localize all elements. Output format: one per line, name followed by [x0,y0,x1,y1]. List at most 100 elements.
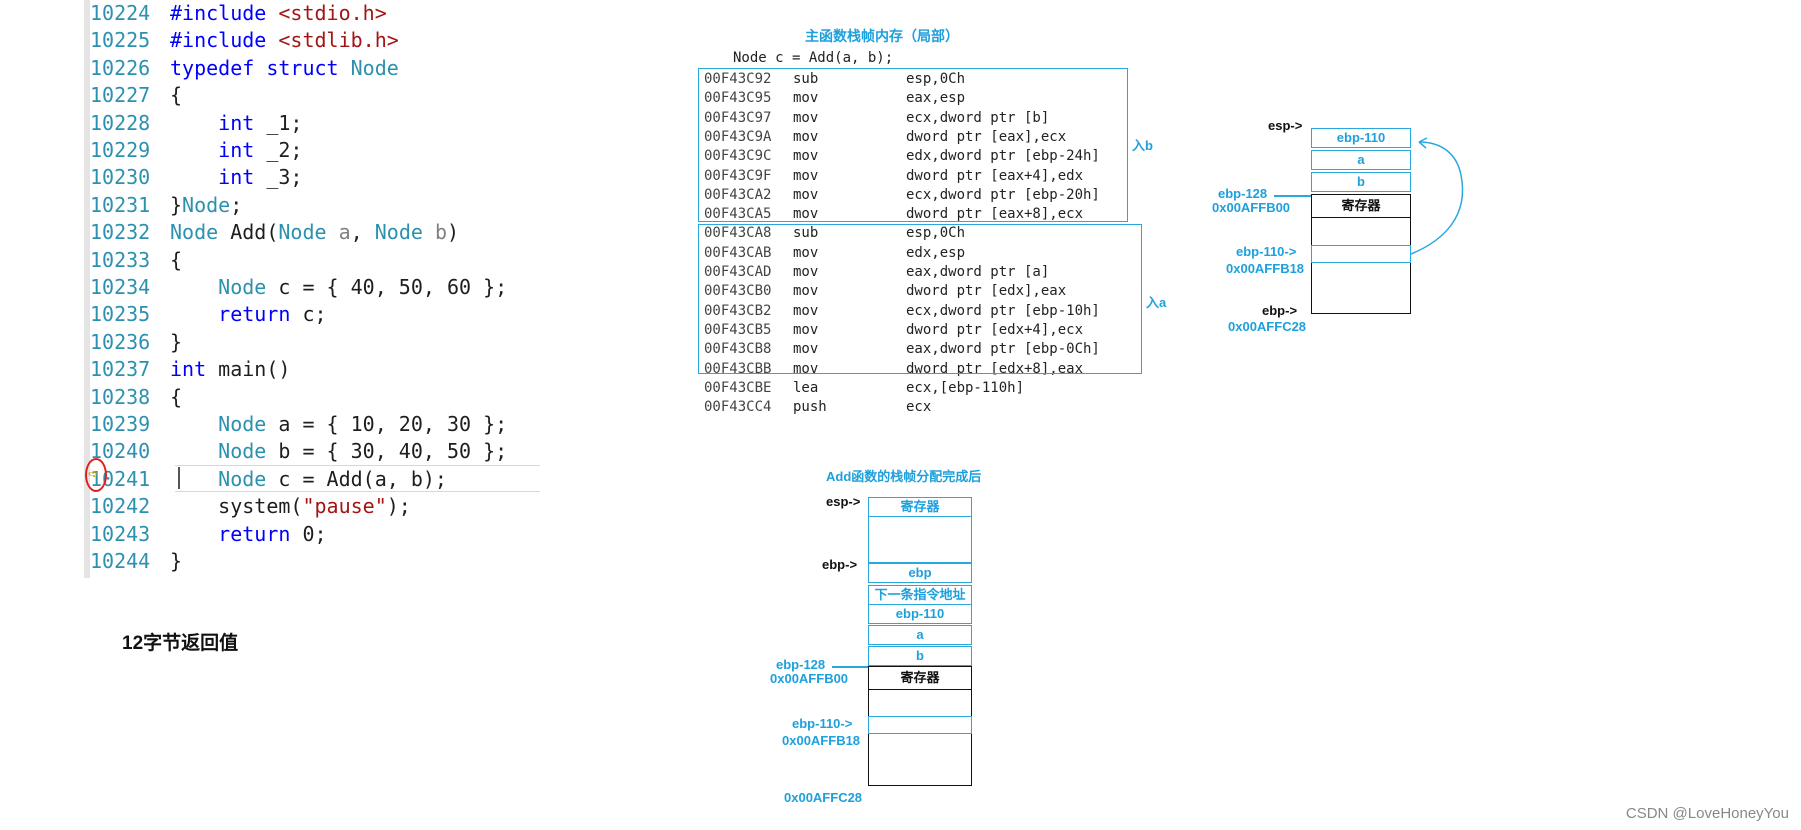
push-a-box [698,224,1142,374]
line-number: 10237 [90,357,151,382]
code-text: int _1; [218,110,303,135]
disasm-address: 00F43CB8 [704,341,772,358]
disasm-operands: eax,dword ptr [ebp-0Ch] [906,341,1100,358]
disasm-opcode: mov [793,341,819,358]
add-esp-label: esp-> [826,494,861,509]
code-line[interactable]: 10233 { [90,247,182,274]
add-cell-a: a [868,625,972,645]
disasm-operands: ecx,dword ptr [b] [906,109,1050,126]
code-line[interactable]: 10240 Node b = { 30, 40, 50 }; [90,438,507,465]
code-line[interactable]: 10227{ [90,82,182,109]
disasm-opcode: sub [793,225,819,242]
disasm-row: 00F43CB8 mov eax,dword ptr [ebp-0Ch] [704,340,1164,359]
main-ebp128-label: ebp-128 [1218,186,1268,201]
line-number: 10236 [90,329,151,354]
add-cell-b: b [868,646,972,666]
main-frame-body [1311,218,1411,314]
code-text: int _2; [218,138,303,162]
current-instruction-arrow-icon[interactable]: ➪ [88,466,99,481]
code-text: { [170,384,183,409]
add-ebp-label: ebp-> [822,557,858,572]
code-text: #include <stdio.h> [170,1,387,25]
code-line[interactable]: 10225 #include <stdlib.h> [90,27,399,54]
code-line[interactable]: 10229 int _2; [90,137,302,164]
add-cell-register: 寄存器 [868,666,972,690]
disasm-row: 00F43CA2 mov ecx,dword ptr [ebp-20h] [704,186,1164,205]
code-line[interactable]: 10243 return 0; [90,521,327,548]
code-text: return 0; [218,521,327,546]
add-addr2: 0x00AFFB18 [782,733,861,748]
code-line[interactable]: 10239 Node a = { 10, 20, 30 }; [90,411,507,438]
disasm-opcode: mov [793,186,819,203]
disasm-operands: ecx,dword ptr [ebp-20h] [906,186,1100,203]
code-line[interactable]: 10242 system("pause"); [90,493,411,520]
code-line[interactable]: 10236} [90,329,182,356]
code-text: { [170,83,183,108]
main-ebp-label: ebp-> [1262,303,1298,318]
disasm-address: 00F43CBB [704,360,772,377]
current-line-highlight [175,465,540,492]
code-text: { [170,247,183,272]
code-line[interactable]: 10228 int _1; [90,110,302,137]
code-editor[interactable]: 10224#include <stdio.h>10225 #include <st… [90,0,550,578]
disasm-operands: eax,esp [906,90,966,107]
disasm-address: 00F43C97 [704,109,772,126]
add-cell-ebp: ebp [868,563,972,583]
disasm-operands: dword ptr [edx],eax [906,283,1067,300]
return-value-note: 12字节返回值 [122,633,239,654]
code-line[interactable]: 10234 Node c = { 40, 50, 60 }; [90,274,507,301]
disasm-address: 00F43CBE [704,379,772,396]
disasm-opcode: mov [793,264,819,280]
code-line[interactable]: 10231}Node; [90,192,242,219]
add-cell-register-top: 寄存器 [868,497,972,517]
disasm-address: 00F43CA2 [704,186,772,203]
disasm-opcode: mov [793,148,819,165]
code-line[interactable]: 10224#include <stdio.h> [90,0,387,27]
main-pointer-arrow [1410,137,1464,255]
code-line[interactable]: 10235 return c; [90,301,327,328]
disasm-operands: dword ptr [eax+4],edx [906,167,1084,184]
watermark: CSDN @LoveHoneyYou [1625,805,1789,822]
add-ebp110-label: ebp-110-> [792,716,853,731]
line-number: 10229 [90,138,151,162]
code-text: Node b = { 30, 40, 50 }; [218,439,508,464]
code-line[interactable]: 10238{ [90,384,182,411]
disasm-operands: ecx [906,399,932,416]
code-line[interactable]: 10241 Node c = Add(a, b); [90,466,447,493]
code-line[interactable]: 10244} [90,548,182,575]
disasm-operands: dword ptr [edx+4],ecx [906,321,1084,338]
main-register-label: 寄存器 [1341,198,1381,213]
code-line[interactable]: 10230 int _3; [90,164,302,191]
disasm-address: 00F43C9C [704,148,772,165]
disasm-operands: eax,dword ptr [a] [906,264,1050,280]
main-addr2: 0x00AFFB18 [1226,261,1305,276]
add-cell-local-space [868,517,972,563]
disasm-operands: esp,0Ch [906,71,966,87]
disasm-address: 00F43CB2 [704,302,772,319]
disasm-address: 00F43CA5 [704,206,772,223]
add-register-label: 寄存器 [900,670,940,685]
main-ebp128-tick [1274,195,1311,197]
line-number: 10244 [90,549,151,573]
disasm-row: 00F43CA5 mov dword ptr [eax+8],ecx [704,205,1164,224]
disasm-opcode: mov [793,206,819,223]
disasm-opcode: sub [793,71,819,87]
push-b-label: 入b [1132,138,1153,153]
line-number: 10233 [90,247,151,272]
line-number: 10225 [90,28,151,53]
disasm-operands: dword ptr [eax+8],ecx [906,206,1084,223]
code-text: #include <stdlib.h> [170,28,399,53]
disasm-address: 00F43C92 [704,71,772,87]
main-cell-ebp110: ebp-110 [1311,128,1411,148]
